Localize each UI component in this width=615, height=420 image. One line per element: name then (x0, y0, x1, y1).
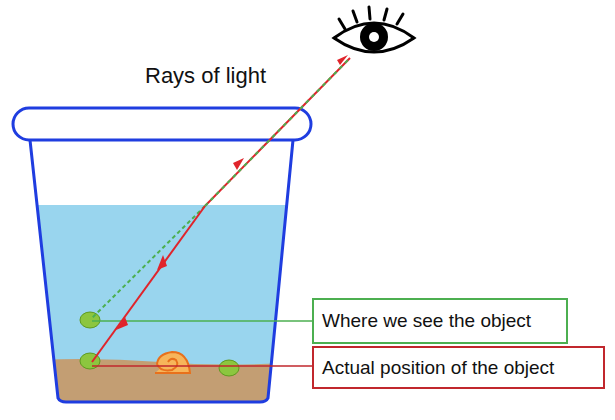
snail-shell (155, 352, 190, 373)
callout-text: Where we see the object (322, 310, 531, 332)
arrowhead (233, 158, 244, 170)
shell-spiral (155, 352, 190, 373)
cup-outline (30, 140, 293, 402)
caption-label: Rays of light (145, 63, 266, 89)
apparent-ray (92, 206, 205, 318)
leader-line (92, 365, 312, 367)
arrowhead (337, 55, 348, 65)
eye-iris (360, 23, 388, 51)
callout-text: Actual position of the object (322, 357, 554, 379)
arrowhead (157, 255, 167, 270)
eye-outline (334, 23, 414, 52)
callout-box: Where we see the object (312, 298, 568, 344)
arrowhead (116, 317, 128, 330)
callout-box: Actual position of the object (312, 346, 605, 389)
apparent-object (80, 312, 100, 328)
pebble (219, 360, 239, 376)
refracted-ray (92, 206, 205, 362)
cup-rim (13, 108, 311, 140)
eye-highlight (369, 32, 379, 42)
eyelashes (339, 7, 403, 29)
eye-symbol (334, 7, 414, 52)
